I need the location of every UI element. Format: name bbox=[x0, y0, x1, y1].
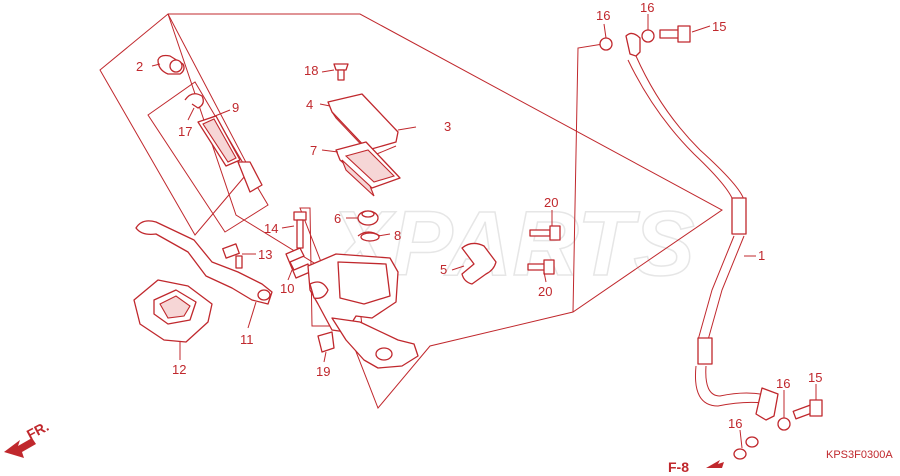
callout-labels: 2 9 17 18 4 3 7 6 8 5 14 13 10 11 12 19 … bbox=[136, 0, 822, 431]
plunger-frame bbox=[147, 81, 269, 233]
callout-16-top-right: 16 bbox=[640, 0, 654, 15]
boot-part bbox=[317, 331, 335, 353]
switch-group-frame bbox=[99, 13, 251, 236]
page-reference: F-8 bbox=[668, 459, 724, 475]
callout-20-upper: 20 bbox=[544, 195, 558, 210]
switch-housing-part bbox=[133, 279, 213, 343]
upper-washers-part bbox=[599, 29, 655, 51]
cap-screw-part bbox=[333, 63, 349, 81]
brake-hose-part bbox=[625, 32, 779, 421]
callout-16-bottom-right: 16 bbox=[776, 376, 790, 391]
callout-13: 13 bbox=[258, 247, 272, 262]
spring-part bbox=[285, 247, 311, 279]
callout-9: 9 bbox=[232, 100, 239, 115]
lower-banjo-bolt-part bbox=[792, 399, 823, 420]
callout-20-lower: 20 bbox=[538, 284, 552, 299]
front-arrow-icon bbox=[4, 438, 36, 458]
reference-arrow-icon bbox=[706, 460, 724, 468]
reservoir-cap-part bbox=[327, 93, 399, 157]
holder-clamp-part bbox=[461, 242, 497, 285]
callout-15-bottom: 15 bbox=[808, 370, 822, 385]
diagram-code: KPS3F0300A bbox=[826, 449, 893, 461]
callout-16-bottom-left: 16 bbox=[728, 416, 742, 431]
pivot-bolt-part bbox=[293, 211, 307, 249]
front-direction-indicator: FR. bbox=[4, 418, 51, 458]
callout-8: 8 bbox=[394, 228, 401, 243]
float-part bbox=[357, 210, 379, 226]
upper-banjo-bolt-part bbox=[659, 25, 691, 43]
clamp-bolt-lower-part bbox=[527, 259, 555, 275]
callout-6: 6 bbox=[334, 211, 341, 226]
callout-3: 3 bbox=[444, 119, 451, 134]
brake-lever-part bbox=[135, 220, 273, 305]
callout-18: 18 bbox=[304, 63, 318, 78]
dust-cover-part bbox=[157, 54, 185, 75]
callout-16-top-left: 16 bbox=[596, 8, 610, 23]
brake-switch-part bbox=[184, 93, 263, 193]
callout-5: 5 bbox=[440, 262, 447, 277]
callout-15-top: 15 bbox=[712, 19, 726, 34]
lower-washers-part bbox=[733, 417, 791, 460]
leader-lines bbox=[151, 14, 817, 449]
callout-14: 14 bbox=[264, 221, 278, 236]
hose-bracket-line bbox=[572, 43, 604, 313]
float-ring-part bbox=[357, 231, 381, 242]
master-cylinder-body-part bbox=[307, 253, 419, 369]
callout-17: 17 bbox=[178, 124, 192, 139]
callout-2: 2 bbox=[136, 59, 143, 74]
page-reference-label: F-8 bbox=[668, 459, 689, 475]
callout-11: 11 bbox=[240, 332, 254, 347]
callout-19: 19 bbox=[316, 364, 330, 379]
callout-10: 10 bbox=[280, 281, 294, 296]
clamp-bolt-upper-part bbox=[529, 225, 561, 241]
callout-1: 1 bbox=[758, 248, 765, 263]
diaphragm-part bbox=[335, 141, 401, 197]
callout-4: 4 bbox=[306, 97, 313, 112]
callout-12: 12 bbox=[172, 362, 186, 377]
callout-7: 7 bbox=[310, 143, 317, 158]
lever-adjuster-part bbox=[222, 243, 243, 269]
front-label: FR. bbox=[24, 418, 51, 443]
